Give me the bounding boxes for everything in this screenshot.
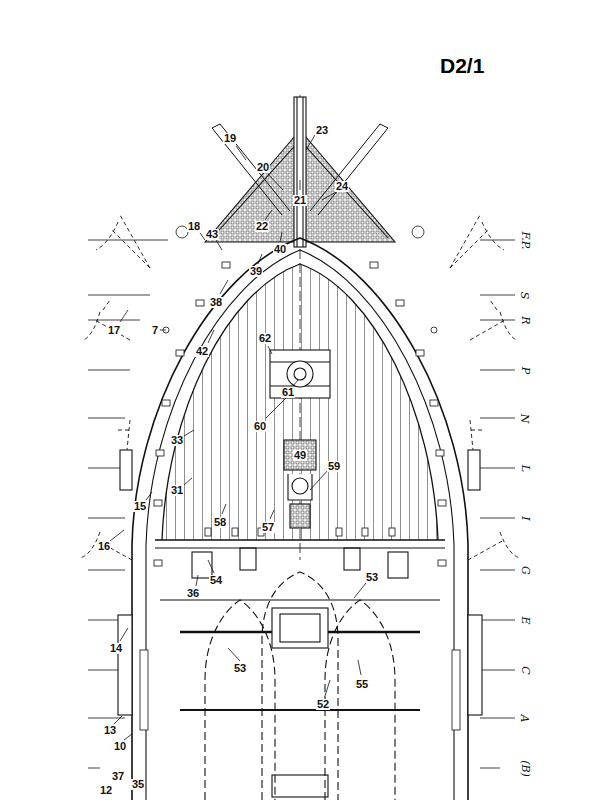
callout-number: 59 bbox=[327, 461, 341, 472]
callout-number: 13 bbox=[103, 725, 117, 736]
station-letter: F.P. bbox=[520, 230, 531, 250]
callout-number: 36 bbox=[186, 588, 200, 599]
callout-number: 58 bbox=[213, 517, 227, 528]
callout-number: 22 bbox=[255, 221, 269, 232]
callout-number: 21 bbox=[293, 195, 307, 206]
callout-number: 18 bbox=[187, 221, 201, 232]
callout-number: 55 bbox=[355, 679, 369, 690]
callout-number: 60 bbox=[253, 421, 267, 432]
callout-number: 20 bbox=[256, 162, 270, 173]
callout-number: 15 bbox=[133, 501, 147, 512]
callout-number: 31 bbox=[170, 485, 184, 496]
station-letter: S bbox=[519, 290, 530, 300]
station-letter: C bbox=[520, 665, 531, 675]
station-letter: I bbox=[520, 515, 531, 521]
callout-number: 39 bbox=[249, 266, 263, 277]
station-letter: L bbox=[520, 463, 531, 472]
callout-number: 10 bbox=[113, 741, 127, 752]
station-letter: E bbox=[520, 615, 531, 625]
callout-number: 37 bbox=[111, 771, 125, 782]
sheet-title: D2/1 bbox=[440, 54, 484, 78]
callout-number: 38 bbox=[209, 297, 223, 308]
callout-number: 7 bbox=[151, 325, 159, 336]
callout-number: 53 bbox=[233, 663, 247, 674]
callout-number: 61 bbox=[281, 387, 295, 398]
callout-number: 19 bbox=[223, 133, 237, 144]
callout-number: 14 bbox=[109, 643, 123, 654]
callout-number: 57 bbox=[261, 522, 275, 533]
callout-number: 40 bbox=[273, 244, 287, 255]
callout-number: 17 bbox=[107, 325, 121, 336]
callout-number: 12 bbox=[99, 785, 113, 796]
station-letter: R bbox=[520, 315, 531, 325]
callout-number: 42 bbox=[195, 346, 209, 357]
callout-number: 52 bbox=[316, 699, 330, 710]
callout-number: 24 bbox=[335, 181, 349, 192]
callout-number: 23 bbox=[315, 125, 329, 136]
station-letter: P bbox=[520, 365, 531, 374]
callout-number: 43 bbox=[205, 229, 219, 240]
callout-number: 62 bbox=[258, 333, 272, 344]
callout-number: 53 bbox=[365, 572, 379, 583]
callout-number: 54 bbox=[209, 575, 223, 586]
station-letter: (B) bbox=[519, 759, 530, 778]
station-letter: A bbox=[519, 713, 530, 723]
callout-number: 49 bbox=[293, 450, 307, 461]
station-letter: N bbox=[519, 412, 530, 424]
station-letter: G bbox=[519, 565, 530, 576]
callout-number: 35 bbox=[131, 779, 145, 790]
callout-number: 16 bbox=[97, 541, 111, 552]
callout-number: 33 bbox=[170, 435, 184, 446]
